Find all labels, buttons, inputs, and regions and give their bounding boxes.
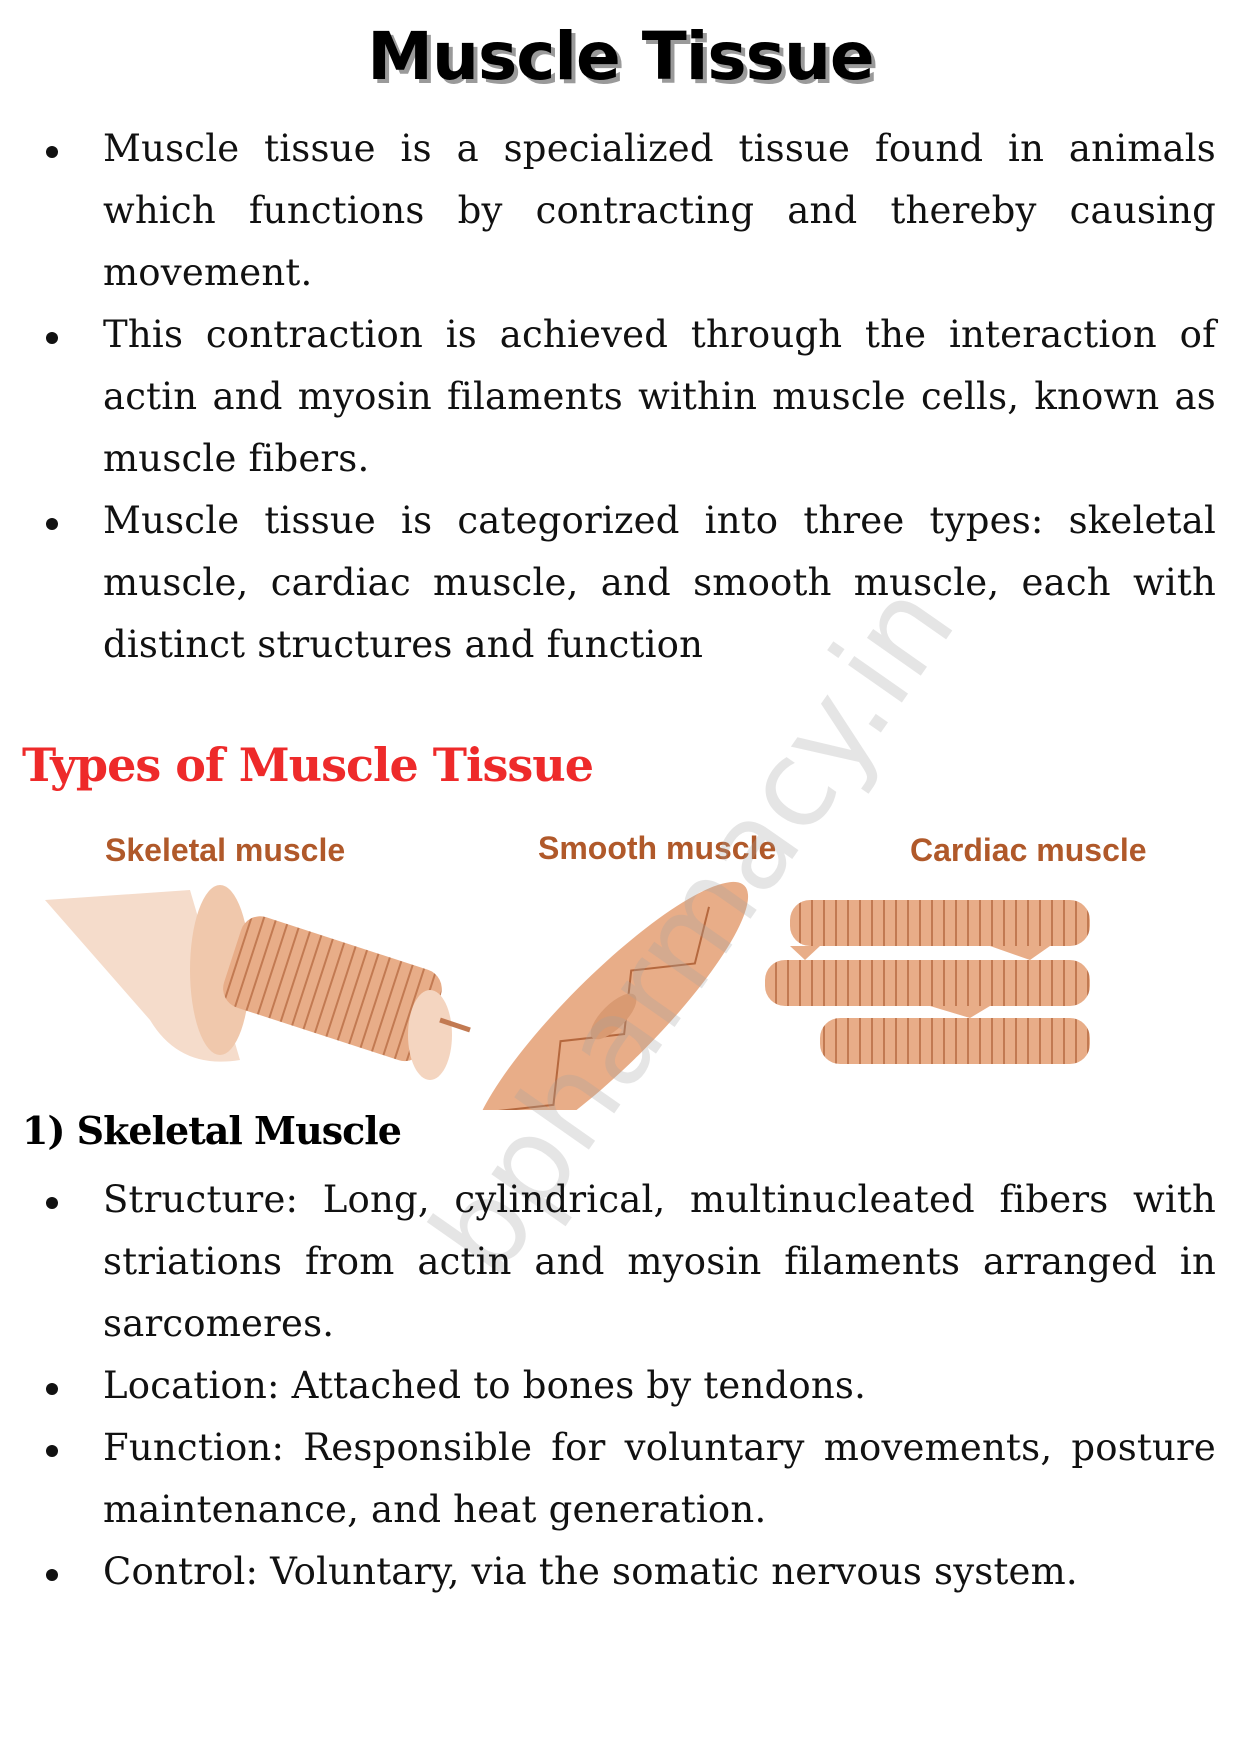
skeletal-list: Structure: Long, cylindrical, multinucle… xyxy=(0,1169,1241,1603)
muscle-illustrations xyxy=(45,881,1090,1110)
cardiac-label: Cardiac muscle xyxy=(910,832,1147,868)
list-item: Muscle tissue is categorized into three … xyxy=(0,490,1241,676)
skeletal-muscle-image xyxy=(45,885,471,1080)
skeletal-heading: 1) Skeletal Muscle xyxy=(22,1108,402,1153)
list-item: Muscle tissue is a specialized tissue fo… xyxy=(0,118,1241,304)
intro-list: Muscle tissue is a specialized tissue fo… xyxy=(0,118,1241,676)
cardiac-muscle-image xyxy=(765,900,1090,1064)
list-item: Structure: Long, cylindrical, multinucle… xyxy=(0,1169,1241,1355)
list-item: Function: Responsible for voluntary move… xyxy=(0,1417,1241,1541)
list-item: Location: Attached to bones by tendons. xyxy=(0,1355,1241,1417)
list-item: Control: Voluntary, via the somatic nerv… xyxy=(0,1541,1241,1603)
list-item: This contraction is achieved through the… xyxy=(0,304,1241,490)
smooth-label: Smooth muscle xyxy=(538,830,777,866)
skeletal-label: Skeletal muscle xyxy=(105,832,346,868)
types-heading: Types of Muscle Tissue xyxy=(22,738,594,792)
page-title: Muscle Tissue xyxy=(367,18,874,95)
muscle-types-figure: Skeletal muscle Smooth muscle Cardiac mu… xyxy=(30,820,1220,1110)
smooth-muscle-image xyxy=(471,881,749,1110)
